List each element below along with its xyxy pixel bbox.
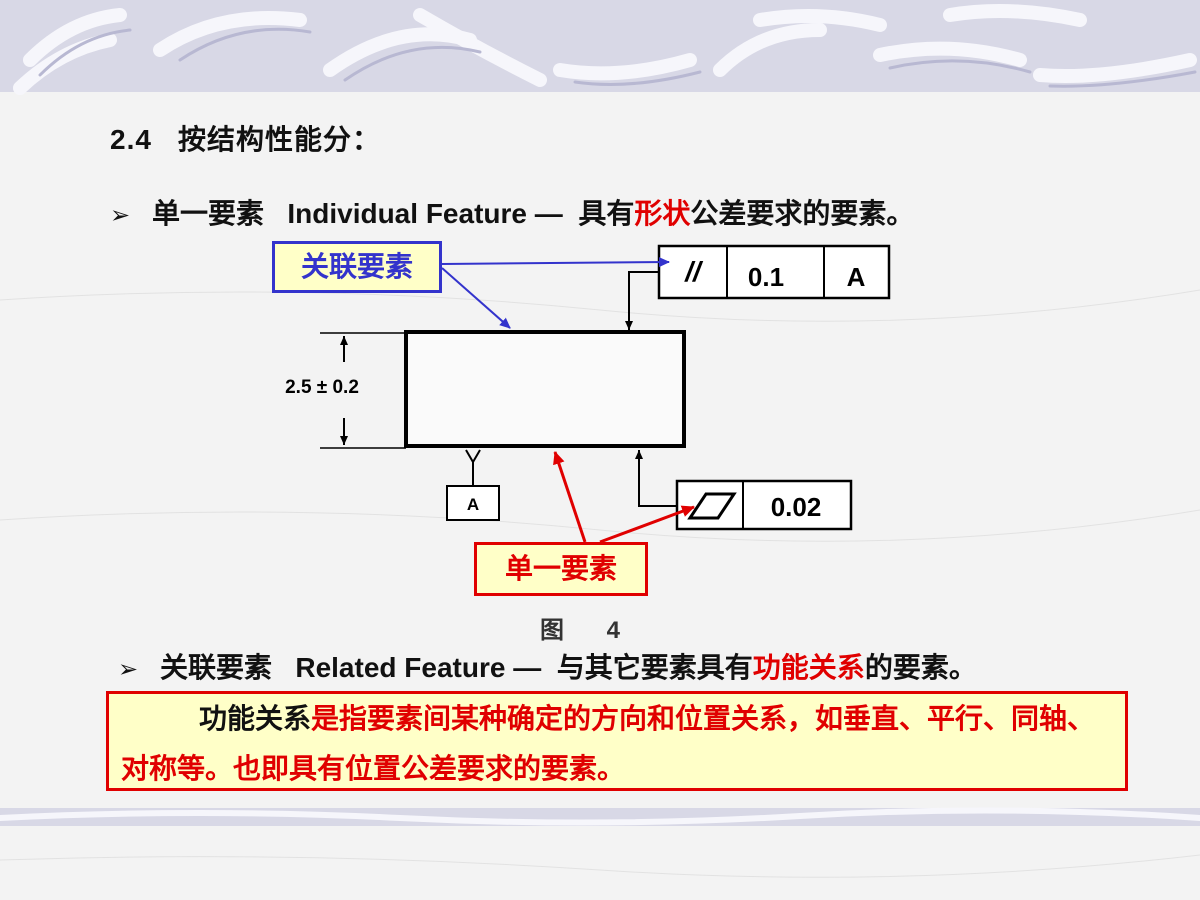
- related-arrow-to-frame: [441, 257, 670, 268]
- related-feature-label: 关联要素: [272, 241, 442, 293]
- dimension-text: 2.5 ± 0.2: [285, 377, 359, 398]
- related-arrow-to-part: [441, 267, 511, 329]
- definition-note: 功能关系是指要素间某种确定的方向和位置关系，如垂直、平行、同轴、对称等。也即具有…: [106, 691, 1128, 791]
- bullet-individual-feature: ➢ 单一要素 Individual Feature — 具有形状公差要求的要素。: [110, 192, 914, 232]
- flatness-symbol-icon: [687, 492, 737, 520]
- bullet-term: 单一要素: [152, 198, 265, 229]
- datum-symbol: A: [446, 449, 500, 521]
- bullet-definition-end: 的要素。: [864, 652, 977, 683]
- bullet-definition-highlight: 形状: [634, 198, 691, 229]
- section-heading: 2.4 按结构性能分：: [110, 118, 381, 158]
- parallelism-frame: // 0.1 A: [657, 244, 891, 300]
- note-lead: 功能关系: [199, 703, 312, 734]
- bullet-arrow-icon: ➢: [110, 202, 131, 229]
- parallelism-symbol: //: [683, 256, 704, 287]
- single-feature-label: 单一要素: [474, 542, 648, 596]
- section-title: 按结构性能分：: [177, 124, 381, 155]
- flatness-leader: [635, 450, 677, 507]
- bullet-definition: 具有: [578, 198, 635, 229]
- bullet-definition-highlight: 功能关系: [752, 652, 865, 683]
- note-text: 是指要素间某种确定的方向和位置关系，如垂直、平行、同轴、对称等。也即具有位置公差…: [121, 703, 1096, 784]
- bullet-english-term: Individual Feature —: [287, 198, 563, 229]
- bullet-definition: 与其它要素具有: [556, 652, 753, 683]
- single-arrow-to-part: [553, 451, 587, 543]
- bullet-term: 关联要素: [160, 652, 273, 683]
- parallelism-tolerance: 0.1: [748, 262, 784, 292]
- part-outline: [404, 330, 686, 448]
- bullet-related-feature: ➢ 关联要素 Related Feature — 与其它要素具有功能关系的要素。: [118, 646, 977, 686]
- figure-caption: 图 4: [540, 617, 639, 644]
- parallelism-datum: A: [847, 262, 866, 292]
- parallelism-leader: [625, 271, 659, 330]
- section-number: 2.4: [110, 124, 152, 155]
- single-arrow-to-frame: [599, 505, 695, 544]
- bullet-definition-end: 公差要求的要素。: [690, 198, 915, 229]
- bullet-english-term: Related Feature —: [295, 652, 542, 683]
- flatness-frame: 0.02: [675, 479, 853, 531]
- flatness-tolerance: 0.02: [771, 492, 822, 522]
- bullet-arrow-icon: ➢: [118, 656, 139, 683]
- datum-letter: A: [467, 495, 479, 514]
